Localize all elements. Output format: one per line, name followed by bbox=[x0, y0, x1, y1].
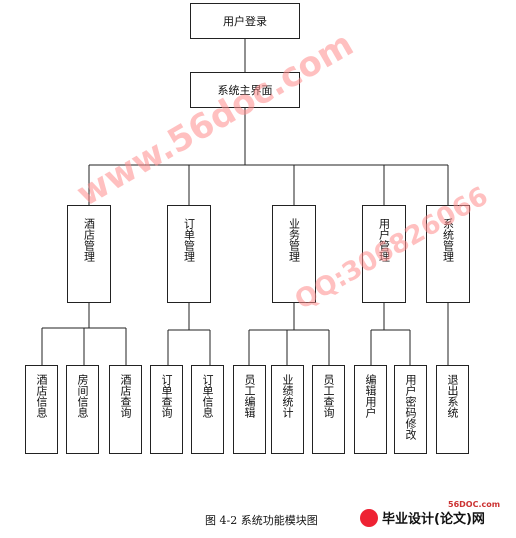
module-node-user: 用户管理 bbox=[362, 205, 406, 303]
leaf-node: 酒店信息 bbox=[25, 365, 58, 454]
leaf-node: 订单信息 bbox=[191, 365, 224, 454]
leaf-label: 酒店查询 bbox=[119, 374, 132, 418]
module-label: 订单管理 bbox=[182, 218, 196, 262]
module-node-order: 订单管理 bbox=[167, 205, 211, 303]
leaf-node: 业绩统计 bbox=[271, 365, 304, 454]
site-logo: 毕业设计(论文)网 bbox=[360, 508, 485, 527]
leaf-label: 订单信息 bbox=[201, 374, 214, 418]
leaf-node: 编辑用户 bbox=[354, 365, 387, 454]
leaf-label: 房间信息 bbox=[76, 374, 89, 418]
logo-site-text: 56DOC.com bbox=[448, 500, 501, 509]
leaf-label: 员工编辑 bbox=[243, 374, 256, 418]
leaf-node: 员工查询 bbox=[312, 365, 345, 454]
leaf-label: 员工查询 bbox=[322, 374, 335, 418]
leaf-node: 用户密码修改 bbox=[394, 365, 427, 454]
main-node-label: 系统主界面 bbox=[217, 84, 273, 97]
leaf-node: 退出系统 bbox=[436, 365, 469, 454]
leaf-node: 员工编辑 bbox=[233, 365, 266, 454]
leaf-node: 房间信息 bbox=[66, 365, 99, 454]
module-node-system: 系统管理 bbox=[426, 205, 470, 303]
leaf-label: 编辑用户 bbox=[364, 374, 377, 418]
leaf-node: 酒店查询 bbox=[109, 365, 142, 454]
leaf-label: 用户密码修改 bbox=[404, 374, 417, 440]
module-label: 业务管理 bbox=[287, 218, 301, 262]
leaf-node: 订单查询 bbox=[150, 365, 183, 454]
module-label: 酒店管理 bbox=[82, 218, 96, 262]
module-node-business: 业务管理 bbox=[272, 205, 316, 303]
logo-icon bbox=[360, 508, 378, 527]
logo-text: 毕业设计(论文)网 bbox=[382, 512, 485, 527]
module-node-hotel: 酒店管理 bbox=[67, 205, 111, 303]
leaf-label: 订单查询 bbox=[160, 374, 173, 418]
leaf-label: 业绩统计 bbox=[281, 374, 294, 418]
main-node: 系统主界面 bbox=[190, 72, 300, 108]
leaf-label: 酒店信息 bbox=[35, 374, 48, 418]
leaf-label: 退出系统 bbox=[446, 374, 459, 418]
root-node: 用户登录 bbox=[190, 3, 300, 39]
module-label: 用户管理 bbox=[377, 218, 391, 262]
figure-caption: 图 4-2 系统功能模块图 bbox=[205, 514, 318, 527]
root-node-label: 用户登录 bbox=[223, 15, 267, 28]
module-label: 系统管理 bbox=[441, 218, 455, 262]
